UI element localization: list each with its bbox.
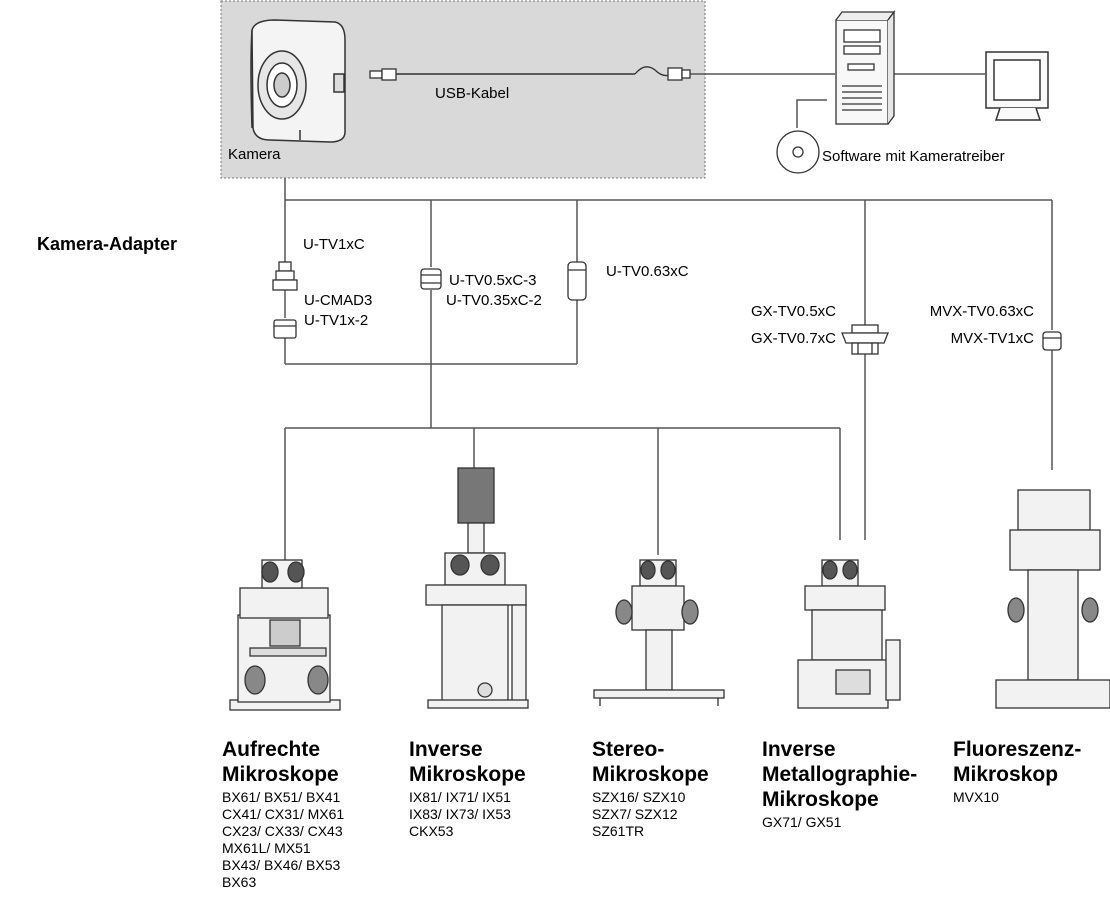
adapter-u-tv1xc-icon [273,262,297,290]
adapter-u-cmad3-label: U-CMAD3 [304,292,372,310]
usb-cable-label: USB-Kabel [435,85,509,103]
adapter-u-tv035xc2-label: U-TV0.35xC-2 [446,292,542,310]
stereo-microscope-icon [594,560,724,706]
microscope-title-line: Mikroskope [592,762,709,787]
microscope-model-line: SZX16/ SZX10 [592,789,709,806]
microscope-group-metallographic: Inverse Metallographie- Mikroskope GX71/… [762,737,917,831]
microscope-model-line: CX41/ CX31/ MX61 [222,806,344,823]
adapter-u-tv1xc-label: U-TV1xC [303,236,365,254]
adapter-u-tv05xc3-label: U-TV0.5xC-3 [449,272,537,290]
adapter-gx-tv-icon [842,325,888,354]
microscope-model-line: MX61L/ MX51 [222,840,344,857]
adapter-u-cmad3-icon [274,320,296,338]
microscope-group-inverted: Inverse Mikroskope IX81/ IX71/ IX51 IX83… [409,737,526,840]
microscope-title-line: Mikroskope [762,787,917,812]
camera-label: Kamera [228,146,281,164]
adapter-section-label: Kamera-Adapter [37,232,177,257]
microscope-title-line: Stereo- [592,737,709,762]
microscope-model-line: CKX53 [409,823,526,840]
software-cd-icon [777,131,819,173]
inverted-microscope-icon [426,468,528,708]
microscope-model-line: IX81/ IX71/ IX51 [409,789,526,806]
metallographic-microscope-icon [798,560,900,708]
adapter-mvx-tv063xc-label: MVX-TV0.63xC [890,303,1034,321]
microscope-model-line: GX71/ GX51 [762,814,917,831]
microscope-title-line: Aufrechte [222,737,344,762]
fluorescence-microscope-icon [996,490,1110,708]
upright-microscope-icon [230,560,340,710]
adapter-u-tv05xc3-icon [421,269,441,289]
microscope-title-line: Mikroskope [409,762,526,787]
camera-icon [251,20,345,142]
microscope-title-line: Mikroskope [222,762,344,787]
adapter-mvx-tv-icon [1043,332,1061,350]
adapter-u-tv1x-2-label: U-TV1x-2 [304,312,368,330]
adapter-gx-tv05xc-label: GX-TV0.5xC [700,303,836,321]
microscope-title-line: Metallographie- [762,762,917,787]
microscope-title-line: Fluoreszenz- [953,737,1081,762]
microscope-title-line: Inverse [409,737,526,762]
microscope-title-line: Inverse [762,737,917,762]
microscope-model-line: SZX7/ SZX12 [592,806,709,823]
microscope-group-fluorescence: Fluoreszenz- Mikroskop MVX10 [953,737,1081,806]
microscope-model-line: BX43/ BX46/ BX53 [222,857,344,874]
microscope-model-line: CX23/ CX33/ CX43 [222,823,344,840]
microscope-model-line: MVX10 [953,789,1081,806]
microscope-model-line: BX63 [222,874,344,891]
pc-tower-icon [836,12,894,124]
software-label: Software mit Kameratreiber [822,148,1005,166]
microscope-model-line: IX83/ IX73/ IX53 [409,806,526,823]
adapter-u-tv063xc-label: U-TV0.63xC [606,263,689,281]
microscope-group-stereo: Stereo- Mikroskope SZX16/ SZX10 SZX7/ SZ… [592,737,709,840]
adapter-mvx-tv1xc-label: MVX-TV1xC [890,330,1034,348]
adapter-gx-tv07xc-label: GX-TV0.7xC [700,330,836,348]
microscope-model-line: SZ61TR [592,823,709,840]
monitor-icon [986,52,1048,120]
microscope-title-line: Mikroskop [953,762,1081,787]
microscope-group-upright: Aufrechte Mikroskope BX61/ BX51/ BX41 CX… [222,737,344,891]
adapter-u-tv063xc-icon [568,262,586,300]
microscope-model-line: BX61/ BX51/ BX41 [222,789,344,806]
